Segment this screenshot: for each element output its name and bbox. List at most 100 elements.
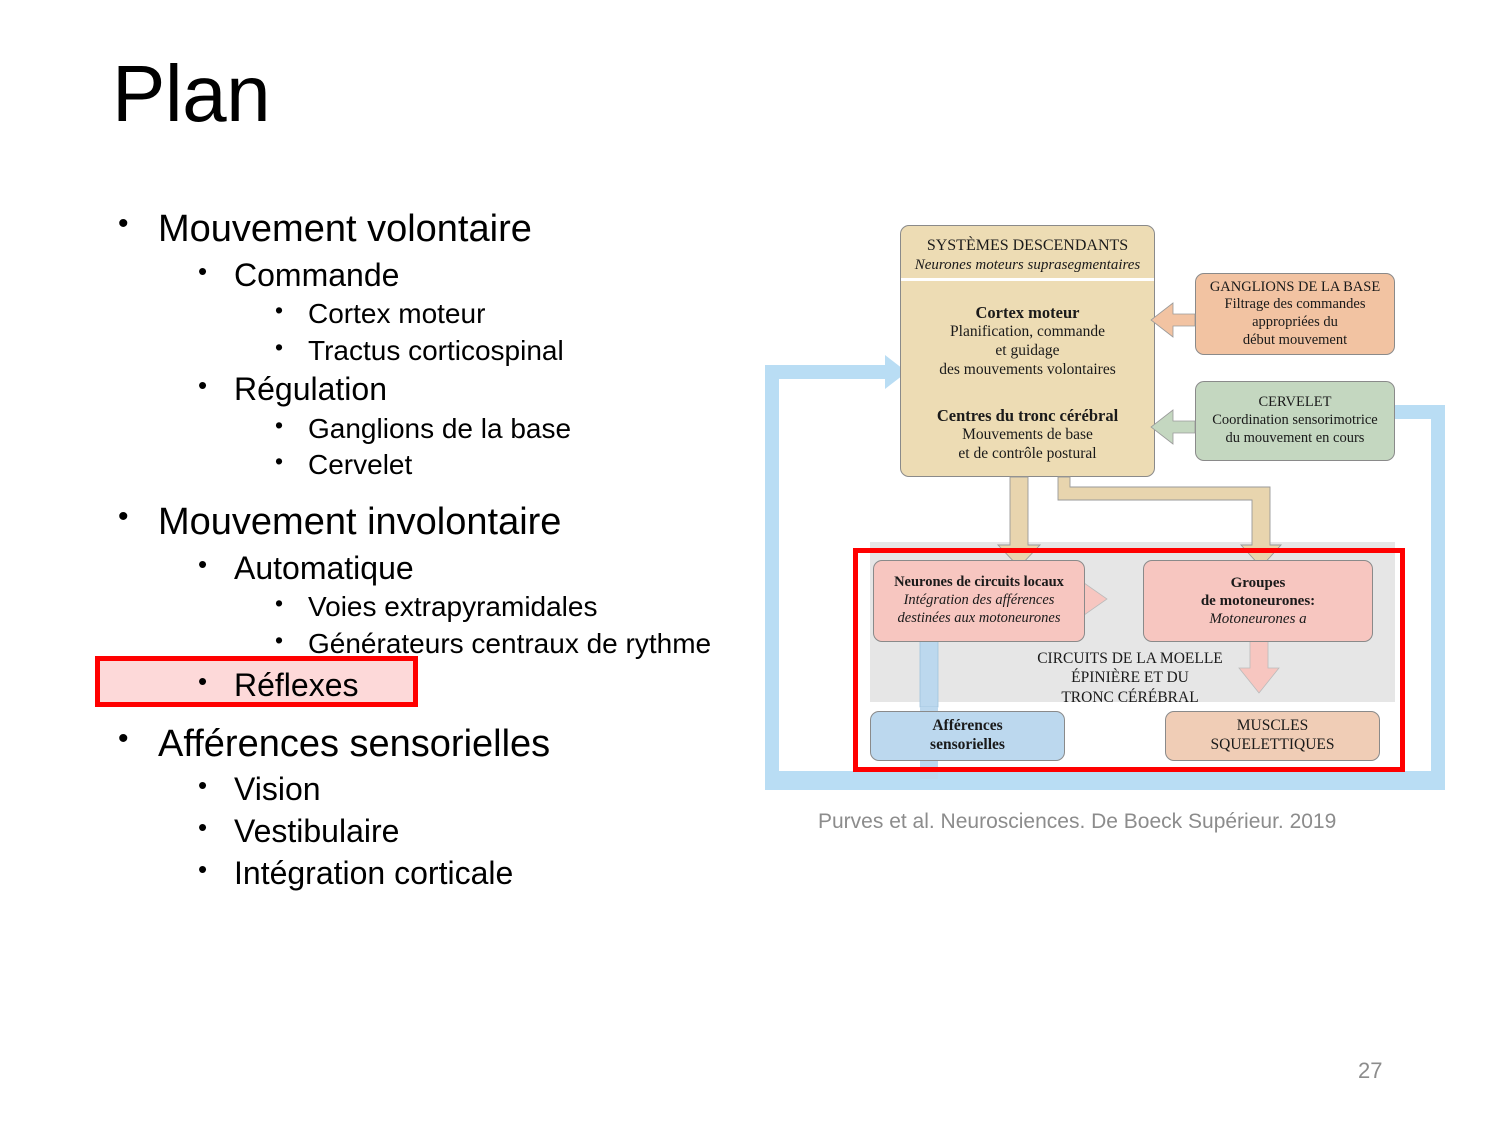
muscles-line-1: MUSCLES bbox=[1236, 717, 1309, 735]
cerebellum-line-2: du mouvement en cours bbox=[1225, 429, 1365, 446]
basal-ganglia-line-3: début mouvement bbox=[1242, 331, 1348, 348]
cerebellum-to-cortex-arrow bbox=[1150, 409, 1196, 445]
bullet-icon: • bbox=[198, 255, 208, 286]
page-title: Plan bbox=[112, 49, 271, 138]
list-item[interactable]: • Régulation bbox=[110, 369, 790, 411]
list-item-label: Cortex moteur bbox=[308, 298, 486, 330]
basal-ganglia-line-1: Filtrage des commandes bbox=[1224, 296, 1366, 313]
cortex-line-3: des mouvements volontaires bbox=[939, 360, 1116, 378]
list-item[interactable]: • Tractus corticospinal bbox=[110, 333, 790, 369]
local-circuit-neurons-box: Neurones de circuits locaux Intégration … bbox=[873, 560, 1085, 642]
list-item[interactable]: • Mouvement involontaire bbox=[110, 497, 790, 548]
header-separator bbox=[901, 277, 1154, 281]
brainstem-line-1: Mouvements de base bbox=[962, 425, 1093, 443]
list-item[interactable]: • Ganglions de la base bbox=[110, 411, 790, 447]
highlighted-item-wrapper: • Réflexes bbox=[95, 656, 790, 708]
bullet-icon: • bbox=[275, 447, 284, 474]
muscles-line-2: SQUELETTIQUES bbox=[1210, 736, 1335, 753]
sensory-afferents-box: Afférences sensorielles bbox=[870, 711, 1065, 761]
bullet-icon: • bbox=[118, 207, 129, 240]
list-item-reflexes[interactable]: • Réflexes bbox=[110, 662, 790, 707]
local-circuit-text: Neurones de circuits locaux Intégration … bbox=[894, 574, 1064, 627]
list-item-label: Mouvement volontaire bbox=[158, 208, 532, 250]
list-item[interactable]: • Générateurs centraux de rythme bbox=[110, 626, 790, 662]
list-item-label: Régulation bbox=[234, 370, 387, 407]
list-item[interactable]: • Vestibulaire bbox=[110, 811, 790, 853]
slide-page-number: 27 bbox=[1358, 1058, 1383, 1083]
basal-ganglia-text: GANGLIONS DE LA BASE Filtrage des comman… bbox=[1210, 279, 1380, 350]
bullet-icon: • bbox=[118, 500, 129, 534]
list-item[interactable]: • Mouvement volontaire bbox=[110, 204, 790, 255]
list-item-label: Ganglions de la base bbox=[308, 412, 572, 444]
afferents-line-1: Afférences bbox=[932, 717, 1003, 735]
list-item[interactable]: • Cortex moteur bbox=[110, 296, 790, 332]
cerebellum-text: CERVELET Coordination sensorimotrice du … bbox=[1212, 394, 1378, 447]
motoneuron-pools-text: Groupes de motoneurones: Motoneurones a bbox=[1201, 574, 1315, 629]
bullet-icon: • bbox=[198, 811, 208, 842]
list-item[interactable]: • Cervelet bbox=[110, 447, 790, 483]
list-item-label: Automatique bbox=[234, 549, 414, 586]
motoneuron-title-1: Groupes bbox=[1230, 574, 1286, 591]
list-item[interactable]: • Intégration corticale bbox=[110, 853, 790, 895]
local-circuit-title: Neurones de circuits locaux bbox=[894, 574, 1064, 591]
circuits-line-3: TRONC CÉRÉBRAL bbox=[1061, 688, 1199, 706]
bullet-icon: • bbox=[275, 297, 284, 324]
reflexes-highlight-box bbox=[95, 656, 418, 708]
cerebellum-line-1: Coordination sensorimotrice bbox=[1212, 412, 1378, 429]
local-circuit-line-1: Intégration des afférences bbox=[903, 592, 1055, 609]
local-circuit-line-2: destinées aux motoneurones bbox=[897, 609, 1061, 626]
list-item[interactable]: • Afférences sensorielles bbox=[110, 719, 790, 770]
descending-systems-header: SYSTÈMES DESCENDANTS Neurones moteurs su… bbox=[901, 226, 1154, 274]
basal-ganglia-line-2: appropriées du bbox=[1252, 314, 1338, 330]
list-item-label: Vestibulaire bbox=[234, 812, 400, 849]
reflex-circuit-highlight-box bbox=[853, 548, 1405, 772]
cerebellum-box: CERVELET Coordination sensorimotrice du … bbox=[1195, 381, 1395, 461]
brainstem-title: Centres du tronc cérébral bbox=[936, 405, 1119, 425]
list-item-label: Mouvement involontaire bbox=[158, 501, 562, 544]
skeletal-muscles-box: MUSCLES SQUELETTIQUES bbox=[1165, 711, 1380, 761]
basal-to-cortex-arrow bbox=[1150, 302, 1196, 338]
circuits-line-1: CIRCUITS DE LA MOELLE bbox=[1037, 650, 1223, 667]
list-item[interactable]: • Commande bbox=[110, 255, 790, 297]
cortex-line-2: et guidage bbox=[995, 341, 1060, 359]
sensory-afferents-text: Afférences sensorielles bbox=[930, 717, 1005, 755]
basal-ganglia-box: GANGLIONS DE LA BASE Filtrage des comman… bbox=[1195, 273, 1395, 355]
bullet-icon: • bbox=[275, 411, 284, 438]
list-item-label: Générateurs centraux de rythme bbox=[308, 627, 712, 659]
list-item-label: Réflexes bbox=[234, 667, 359, 704]
list-item[interactable]: • Voies extrapyramidales bbox=[110, 589, 790, 625]
brainstem-group: Centres du tronc cérébral Mouvements de … bbox=[901, 380, 1154, 464]
bullet-icon: • bbox=[198, 548, 208, 579]
figure-source-caption: Purves et al. Neurosciences. De Boeck Su… bbox=[818, 810, 1337, 833]
list-item-label: Afférences sensorielles bbox=[158, 722, 551, 765]
modulation-arrows bbox=[1150, 302, 1196, 445]
motoneuron-subtitle: Motoneurones a bbox=[1209, 611, 1307, 628]
cerebellum-title: CERVELET bbox=[1258, 394, 1332, 411]
list-item[interactable]: • Automatique bbox=[110, 548, 790, 590]
bullet-icon: • bbox=[118, 721, 129, 755]
motoneuron-title-2: de motoneurones: bbox=[1200, 592, 1316, 609]
bullet-icon: • bbox=[275, 333, 284, 360]
descending-systems-subtitle: Neurones moteurs suprasegmentaires bbox=[914, 256, 1141, 273]
list-item-label: Cervelet bbox=[308, 448, 413, 480]
list-item-label: Vision bbox=[234, 771, 321, 808]
motor-control-diagram: SYSTÈMES DESCENDANTS Neurones moteurs su… bbox=[755, 215, 1455, 805]
skeletal-muscles-text: MUSCLES SQUELETTIQUES bbox=[1211, 717, 1335, 755]
outline-list: • Mouvement volontaire • Commande • Cort… bbox=[95, 202, 790, 895]
descending-systems-box: SYSTÈMES DESCENDANTS Neurones moteurs su… bbox=[900, 225, 1155, 477]
cortex-group: Cortex moteur Planification, commande et… bbox=[901, 281, 1154, 380]
list-item-label: Intégration corticale bbox=[234, 854, 514, 891]
list-item[interactable]: • Vision bbox=[110, 769, 790, 811]
bullet-icon: • bbox=[275, 626, 284, 653]
brainstem-line-2: et de contrôle postural bbox=[958, 444, 1097, 462]
descending-arrows bbox=[996, 476, 1283, 568]
motoneuron-pools-box: Groupes de motoneurones: Motoneurones a bbox=[1143, 560, 1373, 642]
bullet-icon: • bbox=[198, 770, 208, 801]
basal-ganglia-title: GANGLIONS DE LA BASE bbox=[1209, 278, 1381, 295]
bullet-icon: • bbox=[198, 369, 208, 400]
bullet-icon: • bbox=[198, 666, 208, 697]
list-item-label: Commande bbox=[234, 256, 400, 293]
cortex-title: Cortex moteur bbox=[975, 302, 1080, 322]
circuits-line-2: ÉPINIÈRE ET DU bbox=[1071, 669, 1189, 687]
